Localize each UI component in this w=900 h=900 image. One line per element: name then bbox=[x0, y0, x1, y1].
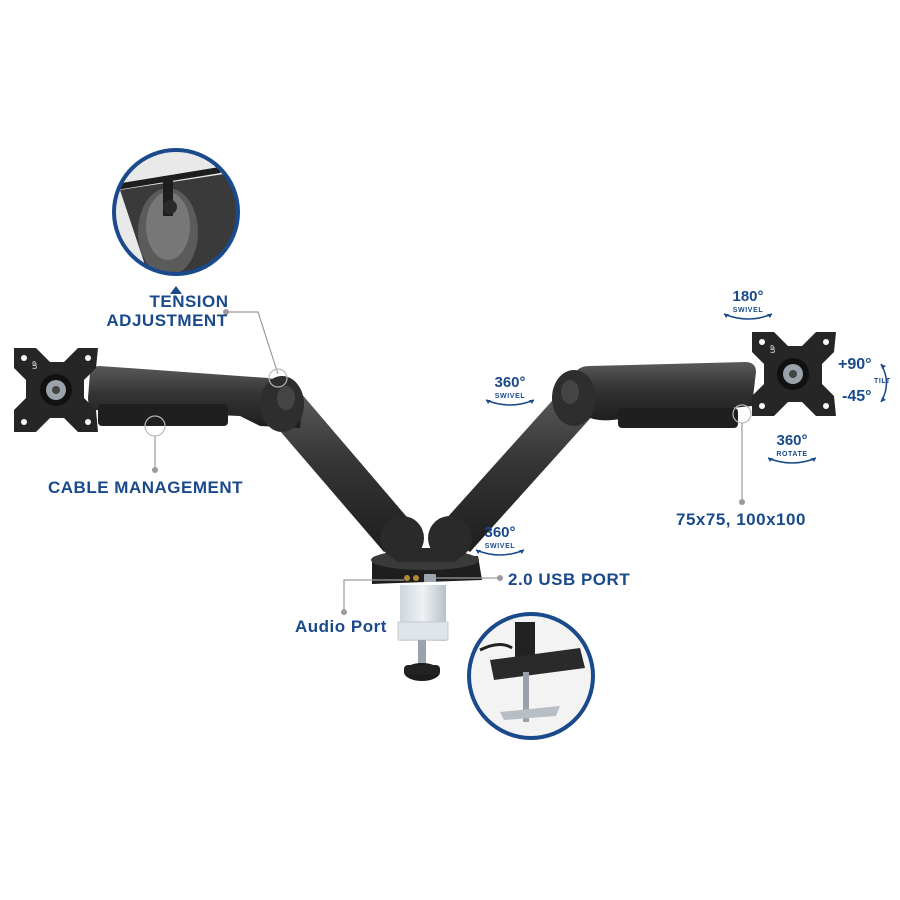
vesa-pattern-label: 75x75, 100x100 bbox=[676, 510, 806, 529]
base-swivel-caption: SWIVEL bbox=[484, 543, 516, 550]
swivel-arrow-icon bbox=[475, 549, 525, 556]
right-upper-arm bbox=[552, 362, 756, 428]
tension-detail-inset bbox=[112, 148, 240, 294]
arm-swivel-value: 360° bbox=[494, 374, 526, 391]
head-swivel-value: 180° bbox=[732, 288, 764, 305]
rotate-arrow-icon bbox=[767, 457, 817, 464]
vesa-plate-left bbox=[14, 348, 98, 432]
vesa-up-mark-left: UP bbox=[33, 360, 40, 370]
tension-label-line2: ADJUSTMENT bbox=[106, 311, 228, 330]
rotate-value: 360° bbox=[776, 432, 808, 449]
right-lower-arm bbox=[428, 392, 596, 560]
swivel-arrow-icon bbox=[723, 313, 773, 320]
base-swivel-badge: 360° SWIVEL bbox=[472, 524, 528, 558]
cable-management-label: CABLE MANAGEMENT bbox=[48, 478, 243, 497]
base-swivel-value: 360° bbox=[484, 524, 516, 541]
vesa-up-mark-right: UP bbox=[771, 344, 778, 354]
arm-swivel-badge: 360° SWIVEL bbox=[482, 374, 538, 408]
vesa-plate-right bbox=[752, 332, 836, 416]
clamp-detail-inset bbox=[467, 612, 595, 740]
tilt-down-value: -45° bbox=[842, 388, 872, 405]
audio-port-label: Audio Port bbox=[295, 617, 387, 636]
head-swivel-badge: 180° SWIVEL bbox=[720, 288, 776, 322]
left-lower-arm bbox=[262, 392, 424, 560]
tilt-up-value: +90° bbox=[838, 356, 872, 373]
swivel-arrow-icon bbox=[485, 399, 535, 406]
pointer-up-icon bbox=[170, 286, 182, 294]
usb-port-label: 2.0 USB PORT bbox=[508, 570, 631, 589]
rotate-caption: ROTATE bbox=[776, 451, 808, 458]
tilt-arrow-icon bbox=[880, 363, 888, 403]
tilt-caption: TILT bbox=[874, 378, 891, 385]
tension-label-line1: TENSION bbox=[149, 292, 229, 311]
arm-swivel-caption: SWIVEL bbox=[494, 393, 526, 400]
tension-adjustment-label: TENSION ADJUSTMENT bbox=[106, 292, 244, 330]
left-upper-arm bbox=[88, 366, 304, 432]
leader-lines bbox=[144, 309, 752, 615]
desk-clamp bbox=[397, 585, 449, 681]
rotate-badge: 360° ROTATE bbox=[764, 432, 820, 466]
head-swivel-caption: SWIVEL bbox=[732, 307, 764, 314]
